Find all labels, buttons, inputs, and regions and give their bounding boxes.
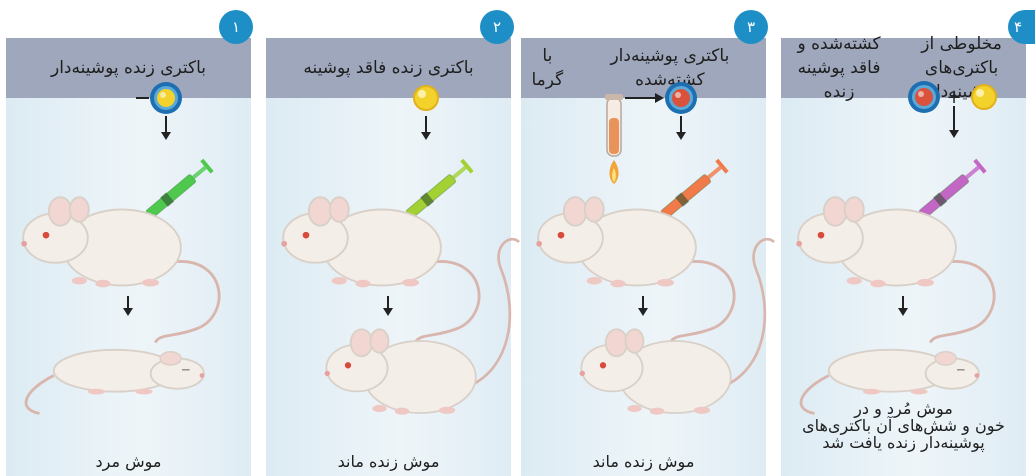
arrow-to-syringe	[949, 106, 959, 138]
arrow-to-outcome	[383, 296, 393, 316]
panel-caption: موش زنده ماند	[521, 453, 766, 470]
live-uncapsulated-bacterium-icon	[972, 85, 996, 109]
arrow-to-outcome	[898, 296, 908, 316]
panel-caption-line: پوشینه‌دار زنده یافت شد	[781, 434, 1026, 451]
step-number-badge: ۴	[1008, 10, 1035, 44]
arrow-to-syringe	[421, 116, 431, 140]
panel-caption-line: موش زنده ماند	[266, 453, 511, 470]
arrow-to-outcome	[123, 296, 133, 316]
arrow-to-outcome	[638, 296, 648, 316]
injected-mouse	[796, 197, 994, 342]
dead-mouse-outcome	[26, 350, 204, 414]
injected-mouse	[536, 197, 734, 342]
step-number-badge: ۱	[219, 10, 253, 44]
panel-caption-line: خون و شش‌های آن باکتری‌های	[781, 417, 1026, 434]
panel-illustration	[266, 38, 511, 476]
panel-caption-line: موش زنده ماند	[521, 453, 766, 470]
panel-caption-line: موش مُرد و در	[781, 400, 1026, 417]
heat-killed-capsulated-bacterium-icon	[665, 82, 697, 114]
panel-caption-line: موش مرد	[6, 453, 251, 470]
arrow-to-syringe	[676, 116, 686, 140]
panel-caption: موش زنده ماند	[266, 453, 511, 470]
mix-plus-sign: +	[946, 87, 961, 108]
panel-illustration	[6, 38, 251, 476]
live-uncapsulated-bacterium-icon	[414, 86, 438, 110]
panel-illustration	[521, 38, 766, 476]
live-capsulated-bacterium-icon	[150, 82, 182, 114]
arrow-to-syringe	[161, 116, 171, 140]
step-number-badge: ۳	[734, 10, 768, 44]
step-number-badge: ۲	[480, 10, 514, 44]
heat-killed-capsulated-bacterium-icon	[908, 81, 940, 113]
arrow-heat-to-bacterium	[625, 93, 664, 103]
panel-caption: موش مرد	[6, 453, 251, 470]
heat-tube-flame-icon	[605, 94, 623, 184]
injected-mouse	[21, 197, 219, 342]
injected-mouse	[281, 197, 479, 342]
